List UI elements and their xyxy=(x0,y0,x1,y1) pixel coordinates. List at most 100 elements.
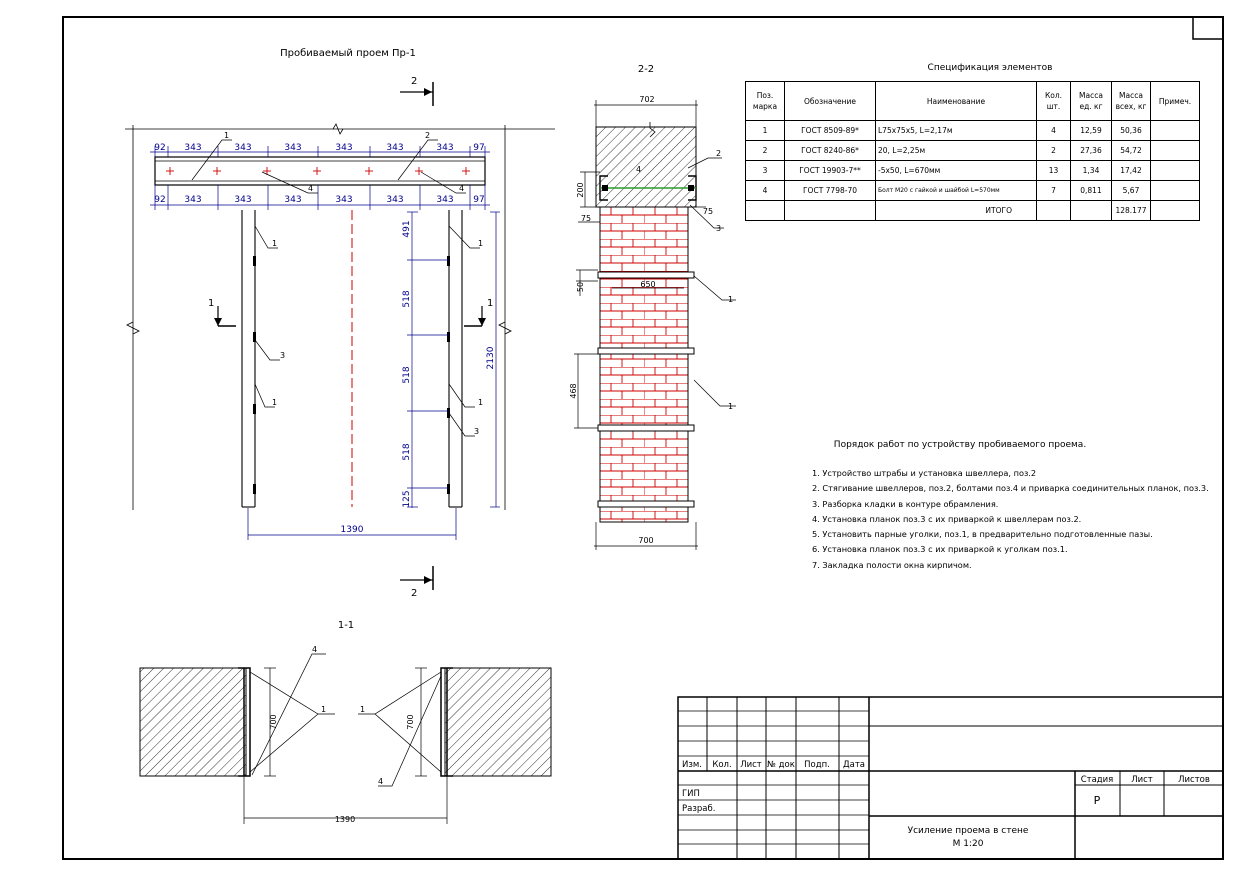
section22-dim-702: 702 xyxy=(639,95,654,104)
svg-text:1: 1 xyxy=(272,239,277,248)
lintel-bolts xyxy=(166,167,470,175)
section11-wall-left xyxy=(139,667,247,777)
svg-text:1: 1 xyxy=(478,239,483,248)
spec-cell xyxy=(1150,140,1200,161)
title-block-people: ГИП Разраб. xyxy=(682,789,715,814)
spec-row: 2 ГОСТ 8240-86* 20, L=2,25м 2 27,36 54,7… xyxy=(745,140,1200,161)
svg-text:343: 343 xyxy=(184,143,201,153)
section-mark-right: 1 xyxy=(464,298,493,327)
svg-text:92: 92 xyxy=(154,143,165,153)
spec-cell xyxy=(784,200,876,221)
svg-text:Разраб.: Разраб. xyxy=(682,804,715,814)
work-order-list: 1. Устройство штрабы и установка швеллер… xyxy=(812,466,1232,573)
svg-text:1: 1 xyxy=(728,402,733,411)
spec-cell: 4 xyxy=(1036,120,1071,141)
section22-brick-infill xyxy=(599,206,689,523)
svg-text:343: 343 xyxy=(234,195,251,205)
elevation-callouts: 1 2 4 4 1 1 3 1 1 3 xyxy=(224,131,483,436)
dim-chain-top xyxy=(150,146,490,157)
svg-text:491: 491 xyxy=(402,220,412,237)
elevation-leaders xyxy=(191,139,480,437)
spec-total-value: 128.177 xyxy=(1111,200,1151,221)
sheet-border xyxy=(62,16,1224,860)
spec-cell: 3 xyxy=(745,160,785,181)
width-dim-label: 1390 xyxy=(341,525,364,535)
post-plates xyxy=(253,256,450,494)
spec-total-label: ИТОГО xyxy=(875,200,1037,221)
spec-header-unit-mass: Масса ед. кг xyxy=(1070,81,1112,121)
svg-text:Подп.: Подп. xyxy=(804,760,830,770)
spec-cell: 5,67 xyxy=(1111,180,1151,201)
svg-text:Лист: Лист xyxy=(1131,775,1153,785)
section22-callouts: 2 3 1 1 4 xyxy=(636,149,733,411)
title-block xyxy=(677,696,1224,860)
spec-cell xyxy=(1036,200,1071,221)
spec-cell: -5x50, L=670мм xyxy=(875,160,1037,181)
svg-text:518: 518 xyxy=(402,443,412,460)
spec-header-designation: Обозначение xyxy=(784,81,876,121)
svg-text:75: 75 xyxy=(703,207,713,216)
svg-text:2: 2 xyxy=(425,131,430,140)
section22-wall-top xyxy=(595,126,697,208)
spec-cell: ГОСТ 8509-89* xyxy=(784,120,876,141)
svg-text:Р: Р xyxy=(1094,794,1101,807)
elevation-title: Пробиваемый проем Пр-1 xyxy=(280,48,416,59)
svg-text:518: 518 xyxy=(402,366,412,383)
section-2-2-title: 2-2 xyxy=(638,64,654,75)
svg-text:343: 343 xyxy=(184,195,201,205)
spec-cell: 50,36 xyxy=(1111,120,1151,141)
spec-cell xyxy=(745,200,785,221)
spec-table: Поз. марка Обозначение Наименование Кол.… xyxy=(745,81,1200,221)
dim-chain-bottom xyxy=(150,185,490,210)
svg-text:468: 468 xyxy=(569,383,578,398)
spec-header-note: Примеч. xyxy=(1150,81,1200,121)
svg-text:50: 50 xyxy=(576,282,585,292)
section11-wall-right xyxy=(444,667,552,777)
section22-leaders xyxy=(687,157,736,407)
work-step: 4. Установка планок поз.3 с их приваркой… xyxy=(812,513,1082,524)
svg-text:1: 1 xyxy=(487,298,493,309)
spec-cell: 27,36 xyxy=(1070,140,1112,161)
spec-cell: Болт М20 с гайкой и шайбой L=570мм xyxy=(875,180,1037,201)
spec-cell: ГОСТ 19903-7** xyxy=(784,160,876,181)
svg-text:ГИП: ГИП xyxy=(682,789,700,799)
work-step: 3. Разборка кладки в контуре обрамления. xyxy=(812,498,999,509)
right-post xyxy=(448,210,463,508)
spec-cell: 7 xyxy=(1036,180,1071,201)
svg-text:518: 518 xyxy=(402,290,412,307)
section11-callouts: 1 1 4 4 xyxy=(312,645,383,786)
svg-text:2: 2 xyxy=(411,76,417,87)
spec-cell: 2 xyxy=(745,140,785,161)
spec-row: 3 ГОСТ 19903-7** -5x50, L=670мм 13 1,34 … xyxy=(745,160,1200,181)
section11-dims xyxy=(243,667,448,824)
spec-cell: 1 xyxy=(745,120,785,141)
svg-text:2130: 2130 xyxy=(486,346,496,369)
vertical-dim-labels: 491 518 518 518 125 2130 xyxy=(402,220,496,507)
spec-header-qty: Кол. шт. xyxy=(1036,81,1071,121)
spec-cell xyxy=(1150,120,1200,141)
svg-text:1: 1 xyxy=(224,131,229,140)
svg-text:Кол.: Кол. xyxy=(712,760,731,770)
spec-cell xyxy=(1070,200,1112,221)
svg-text:343: 343 xyxy=(436,143,453,153)
dim-chain-top-labels: 92 343 343 343 343 343 343 97 xyxy=(154,143,484,153)
work-step: 2. Стягивание швеллеров, поз.2, болтами … xyxy=(812,483,1209,494)
section-mark-top: 2 xyxy=(400,76,434,106)
svg-text:1: 1 xyxy=(728,295,733,304)
svg-text:343: 343 xyxy=(335,143,352,153)
section22-top-dim xyxy=(594,100,698,127)
svg-text:Дата: Дата xyxy=(843,760,865,770)
spec-cell: ГОСТ 8240-86* xyxy=(784,140,876,161)
work-step: 6. Установка планок поз.3 с их приваркой… xyxy=(812,544,1068,555)
svg-text:Листов: Листов xyxy=(1178,775,1210,785)
section11-dim-labels: 700 700 1390 xyxy=(269,714,415,824)
spec-total-row: ИТОГО 128.177 xyxy=(745,200,1200,221)
spec-cell xyxy=(1150,160,1200,181)
svg-text:97: 97 xyxy=(473,195,484,205)
svg-text:343: 343 xyxy=(386,143,403,153)
spec-cell xyxy=(1150,200,1200,221)
svg-text:Усиление проема в стене: Усиление проема в стене xyxy=(908,826,1029,836)
work-step: 1. Устройство штрабы и установка швеллер… xyxy=(812,468,1037,478)
svg-text:343: 343 xyxy=(335,195,352,205)
